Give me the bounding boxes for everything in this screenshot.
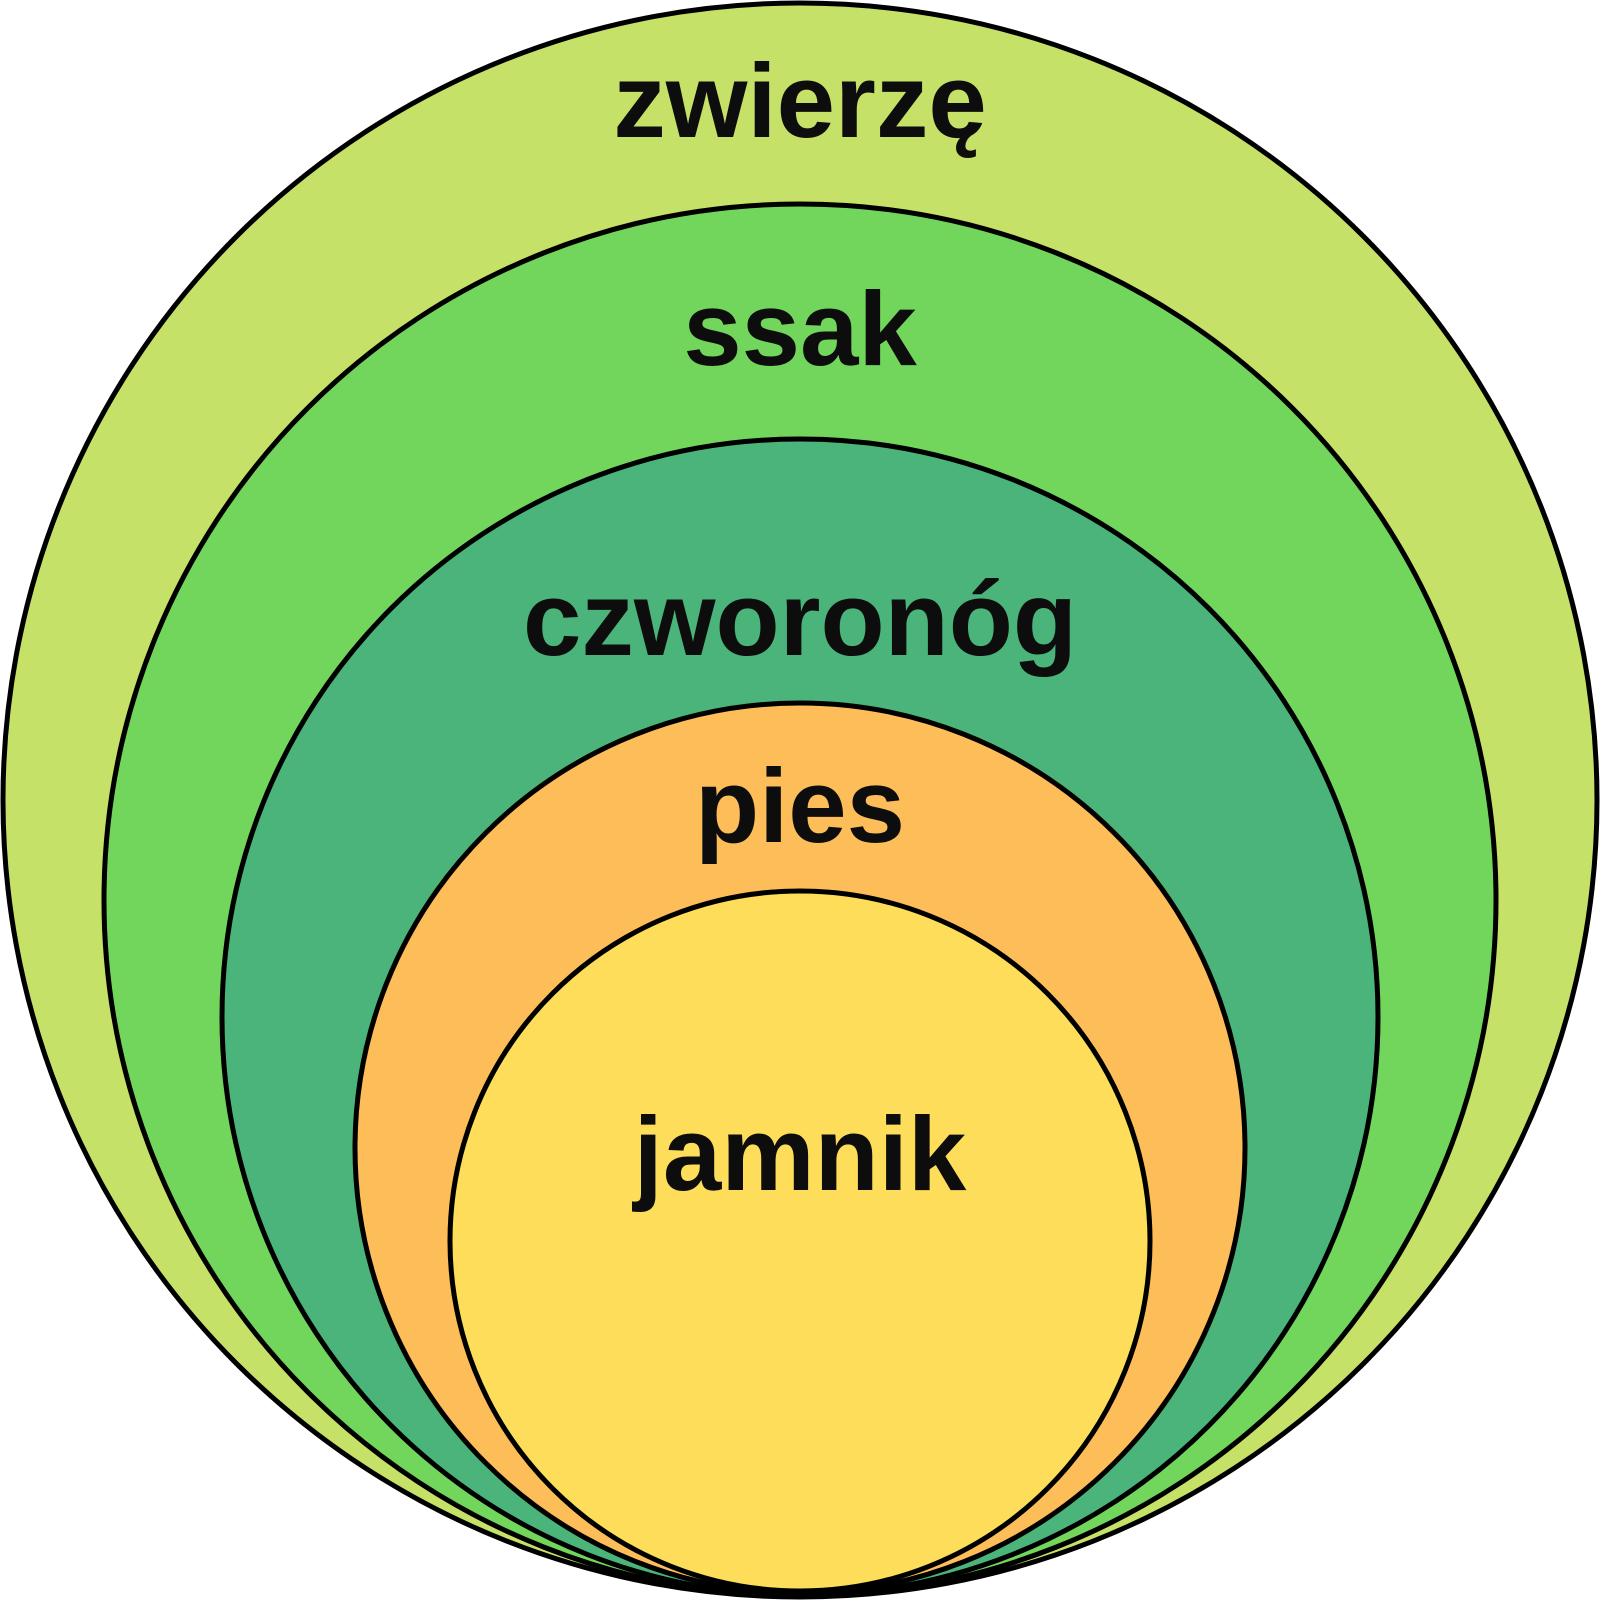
label-zwierze: zwierzę bbox=[613, 43, 987, 160]
circle-jamnik bbox=[447, 888, 1153, 1594]
label-pies: pies bbox=[695, 748, 905, 865]
label-jamnik: jamnik bbox=[632, 1096, 967, 1213]
label-ssak: ssak bbox=[683, 271, 917, 388]
label-czworonog: czworonóg bbox=[523, 561, 1077, 678]
